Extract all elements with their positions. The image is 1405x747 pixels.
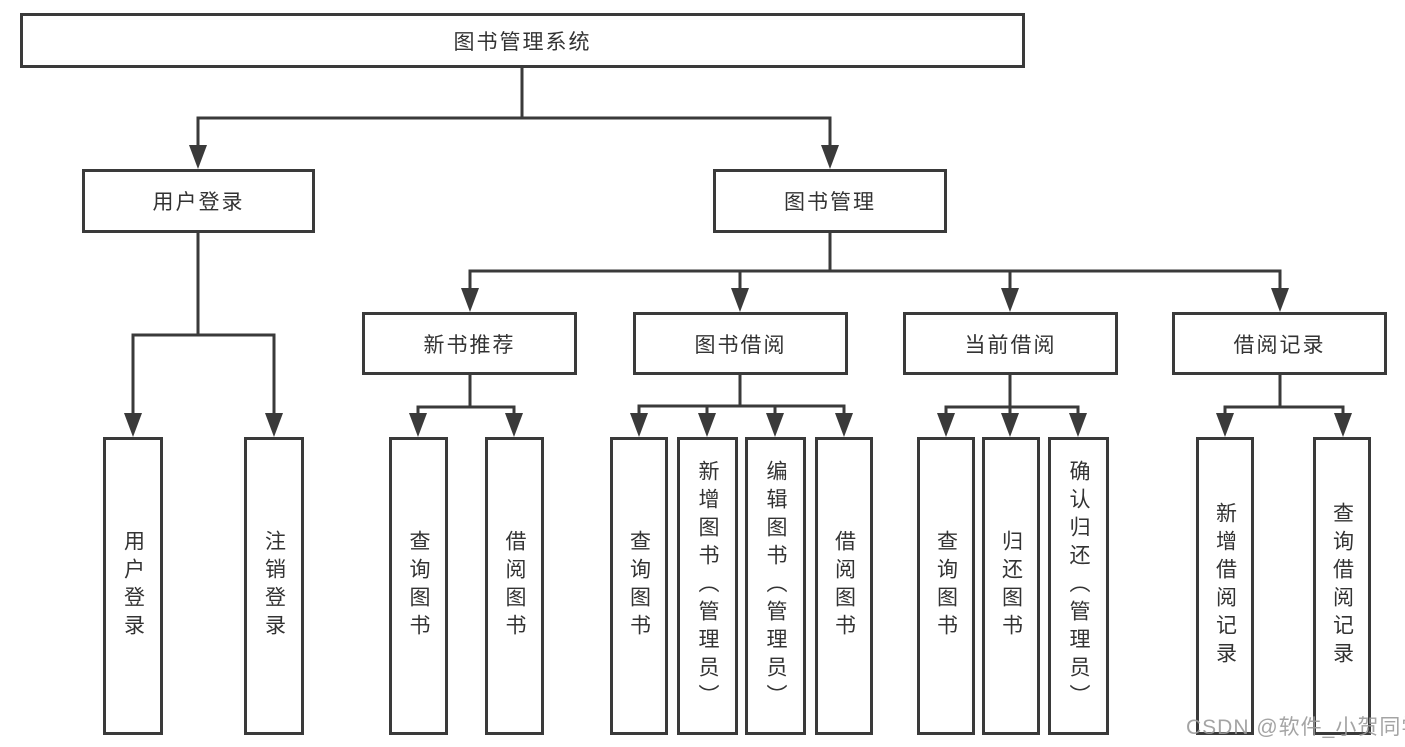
arrow-head [1271, 288, 1289, 312]
arrow-head [265, 413, 283, 437]
leaf-current-return-books: 归还图书 [982, 437, 1040, 735]
leaf-current-query-books: 查询图书 [917, 437, 975, 735]
node-label: 借阅图书 [832, 530, 856, 642]
arrow-head [1069, 413, 1087, 437]
connector-line [468, 233, 1282, 291]
arrow-head [1001, 288, 1019, 312]
node-label: 当前借阅 [964, 333, 1057, 357]
node-label: 借阅图书 [503, 530, 527, 642]
arrow-head [835, 413, 853, 437]
connector-line [131, 233, 276, 416]
leaf-user-login: 用户登录 [103, 437, 163, 735]
node-borrowing-records: 借阅记录 [1172, 312, 1387, 375]
arrow-head [505, 413, 523, 437]
node-label: 用户登录 [152, 191, 245, 214]
arrow-head [821, 145, 839, 169]
node-new-book-recommendation: 新书推荐 [362, 312, 577, 375]
node-library-system: 图书管理系统 [20, 13, 1025, 68]
connector-line [1223, 375, 1345, 416]
leaf-recommend-query-books: 查询图书 [389, 437, 448, 735]
edges-root [189, 68, 839, 169]
node-label: 图书借阅 [694, 333, 787, 357]
node-label: 注销登录 [262, 530, 286, 642]
node-label: 查询借阅记录 [1330, 502, 1354, 670]
connector-line [196, 68, 832, 147]
edges-borrowing-records [1216, 375, 1352, 437]
connector-line [637, 375, 846, 416]
node-user-login: 用户登录 [82, 169, 315, 233]
node-label: 新增图书（管理员） [696, 460, 720, 712]
node-label: 借阅记录 [1233, 333, 1326, 357]
arrow-head [409, 413, 427, 437]
arrow-head [1001, 413, 1019, 437]
node-book-borrowing: 图书借阅 [633, 312, 848, 375]
leaf-borrowing-edit-book-admin: 编辑图书（管理员） [745, 437, 806, 735]
arrow-head [937, 413, 955, 437]
leaf-logout: 注销登录 [244, 437, 304, 735]
node-label: 用户登录 [121, 530, 145, 642]
arrow-head [1334, 413, 1352, 437]
leaf-recommend-borrow-books: 借阅图书 [485, 437, 544, 735]
arrow-head [461, 288, 479, 312]
leaf-borrowing-borrow-books: 借阅图书 [815, 437, 873, 735]
arrow-head [189, 145, 207, 169]
watermark: CSDN @软件_小贺同学 [1186, 716, 1405, 739]
node-label: 图书管理 [784, 191, 876, 214]
edges-book-borrowing [630, 375, 853, 437]
edges-user-login [124, 233, 283, 437]
edges-new-book-recommendation [409, 375, 523, 437]
leaf-records-query-borrow-record: 查询借阅记录 [1313, 437, 1371, 735]
arrow-head [766, 413, 784, 437]
node-book-management: 图书管理 [713, 169, 947, 233]
edges-book-management [461, 233, 1289, 312]
node-current-borrowing: 当前借阅 [903, 312, 1118, 375]
connector-line [944, 375, 1080, 416]
node-label: 编辑图书（管理员） [764, 460, 788, 712]
arrow-head [124, 413, 142, 437]
node-label: 图书管理系统 [453, 30, 592, 54]
node-label: 新书推荐 [423, 333, 516, 357]
node-label: 归还图书 [999, 530, 1023, 642]
arrow-head [630, 413, 648, 437]
node-label: 查询图书 [407, 530, 431, 642]
leaf-records-add-borrow-record: 新增借阅记录 [1196, 437, 1254, 735]
arrow-head [698, 413, 716, 437]
node-label: 查询图书 [627, 530, 651, 642]
node-label: 查询图书 [934, 530, 958, 642]
connector-line [416, 375, 516, 416]
node-label: 新增借阅记录 [1213, 502, 1237, 670]
leaf-borrowing-query-books: 查询图书 [610, 437, 668, 735]
arrow-head [731, 288, 749, 312]
arrow-head [1216, 413, 1234, 437]
edges-current-borrowing [937, 375, 1087, 437]
node-label: 确认归还（管理员） [1067, 460, 1091, 712]
leaf-current-confirm-return-admin: 确认归还（管理员） [1048, 437, 1109, 735]
leaf-borrowing-add-book-admin: 新增图书（管理员） [677, 437, 738, 735]
